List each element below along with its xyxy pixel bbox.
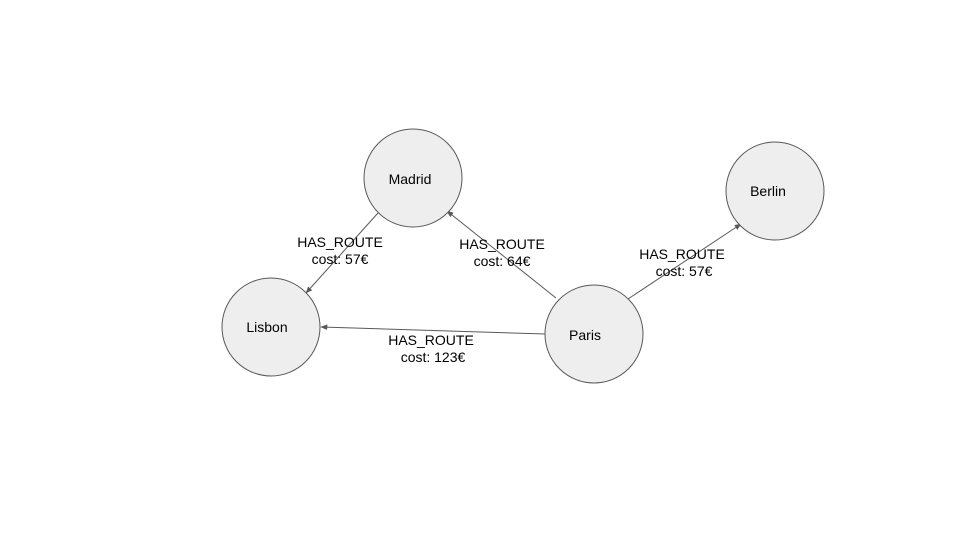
edge-relation-label: HAS_ROUTE	[459, 236, 545, 252]
nodes: Madrid Berlin Lisbon Paris	[221, 128, 825, 384]
edge-cost-label: cost: 123€	[401, 349, 466, 365]
node-label: Berlin	[750, 183, 786, 199]
node-paris[interactable]: Paris	[544, 284, 644, 384]
node-label: Paris	[569, 327, 601, 343]
node-lisbon[interactable]: Lisbon	[221, 277, 321, 377]
node-madrid[interactable]: Madrid	[363, 128, 463, 228]
edge-paris-lisbon: HAS_ROUTE cost: 123€	[320, 324, 546, 365]
edge-cost-label: cost: 57€	[312, 251, 369, 267]
node-label: Madrid	[389, 171, 432, 187]
edge-line-paris-lisbon	[320, 324, 546, 335]
edge-cost-label: cost: 57€	[656, 263, 713, 279]
node-label: Lisbon	[246, 319, 287, 335]
edge-line-madrid-lisbon	[305, 212, 379, 294]
node-circle	[725, 141, 825, 241]
edge-relation-label: HAS_ROUTE	[388, 332, 474, 348]
edge-paris-madrid: HAS_ROUTE cost: 64€	[446, 210, 557, 299]
edge-madrid-lisbon: HAS_ROUTE cost: 57€	[297, 212, 383, 294]
node-circle	[221, 277, 321, 377]
node-circle	[544, 284, 644, 384]
edges: HAS_ROUTE cost: 57€ HAS_ROUTE cost: 64€ …	[297, 210, 742, 365]
edge-cost-label: cost: 64€	[474, 253, 531, 269]
node-berlin[interactable]: Berlin	[725, 141, 825, 241]
edge-paris-berlin: HAS_ROUTE cost: 57€	[627, 223, 742, 300]
edge-line-paris-madrid	[446, 210, 557, 299]
edge-line-paris-berlin	[627, 223, 742, 300]
edge-relation-label: HAS_ROUTE	[639, 246, 725, 262]
edge-relation-label: HAS_ROUTE	[297, 234, 383, 250]
node-circle	[363, 128, 463, 228]
